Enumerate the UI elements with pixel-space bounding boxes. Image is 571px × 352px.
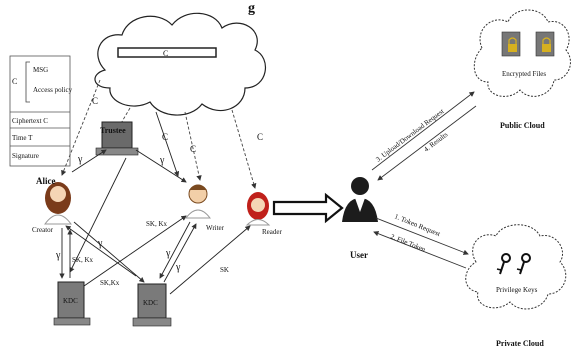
msgbox-row-access-policy: Access policy xyxy=(33,86,73,94)
edge-trustee-writer-c xyxy=(155,111,180,177)
reader-to-user-arrow xyxy=(272,192,344,224)
label-c-trustee-writer: C xyxy=(162,132,168,142)
label-gamma-alice-trustee: γ xyxy=(77,154,83,165)
trustee-computer-icon xyxy=(95,121,139,156)
kdc-mid-computer-icon xyxy=(132,283,172,327)
msgbox-row-ciphertext: Ciphertext C xyxy=(12,117,48,125)
label-c-cloud-writer: C xyxy=(190,144,196,154)
edge-kdc-mid-reader xyxy=(169,225,251,295)
msgbox-row-time: Time T xyxy=(12,134,33,142)
reader-avatar-icon xyxy=(245,192,271,226)
label-c-cloud-reader: C xyxy=(257,132,263,142)
private-cloud-shape xyxy=(465,224,567,310)
cloud-c-label: C xyxy=(163,49,168,58)
writer-avatar-icon xyxy=(184,184,212,219)
label-results: 4. Results xyxy=(422,130,449,153)
msgbox-row-msg: MSG xyxy=(33,66,48,74)
label-trustee: Trustee xyxy=(100,126,126,135)
label-c-cloud-alice: C xyxy=(92,96,98,106)
label-private-cloud: Private Cloud xyxy=(496,339,544,348)
label-alice: Alice xyxy=(36,176,56,186)
label-sk-kx-left: SK, Kx xyxy=(72,256,94,264)
edge-alice-trustee xyxy=(71,149,107,173)
label-gamma-writer-2: γ xyxy=(175,262,181,273)
label-sk-kx-writer: SK, Kx xyxy=(146,220,168,228)
key-icon xyxy=(496,253,511,275)
edge-kdc-mid-writer xyxy=(163,223,197,283)
label-upload-download-request: 3. Upload/Download Request xyxy=(374,107,445,163)
ciphertext-bar xyxy=(117,47,217,58)
msgbox-c-label: C xyxy=(12,77,17,86)
label-gamma-mid: γ xyxy=(97,238,103,249)
encrypted-file-icon xyxy=(501,31,521,57)
edge-cloud-reader xyxy=(231,109,257,189)
label-public-cloud: Public Cloud xyxy=(500,121,545,130)
edge-token-request xyxy=(375,217,469,255)
label-creator: Creator xyxy=(32,226,54,234)
edge-kdc-left-writer xyxy=(83,215,187,287)
storage-cloud xyxy=(94,12,266,116)
key-icon xyxy=(516,253,531,275)
label-gamma-trustee-writer: γ xyxy=(159,155,165,166)
label-gamma-left: γ xyxy=(55,250,61,261)
public-cloud-shape xyxy=(473,9,571,97)
title-fragment: g xyxy=(248,1,255,16)
label-sk-kx-mid: SK,Kx xyxy=(100,279,120,287)
label-gamma-writer-1: γ xyxy=(165,248,171,259)
message-structure-box: C MSG Access policy Ciphertext C Time T … xyxy=(9,55,73,167)
creator-avatar-icon xyxy=(44,182,72,225)
label-encrypted-files: Encrypted Files xyxy=(502,70,546,78)
label-sk-reader: SK xyxy=(220,266,229,274)
edge-trustee-kdc-left xyxy=(69,157,127,273)
label-writer: Writer xyxy=(206,224,225,232)
edge-cloud-writer xyxy=(184,111,202,181)
label-privilege-keys: Privilege Keys xyxy=(496,286,538,294)
user-icon xyxy=(342,177,378,222)
edge-kdc-mid-alice xyxy=(65,225,137,277)
edge-file-token xyxy=(373,231,467,269)
label-user: User xyxy=(350,250,368,260)
label-kdc-left: KDC xyxy=(63,297,78,305)
msgbox-row-signature: Signature xyxy=(12,152,39,160)
edge-cloud-alice xyxy=(61,79,101,176)
edge-writer-kdc-mid xyxy=(159,221,191,279)
edge-upload-request xyxy=(371,91,475,171)
edge-results xyxy=(377,105,477,181)
encrypted-file-icon xyxy=(535,31,555,57)
label-reader: Reader xyxy=(262,228,282,236)
label-kdc-mid: KDC xyxy=(143,299,158,307)
edge-alice-kdc-mid xyxy=(73,221,145,283)
kdc-left-computer-icon xyxy=(53,281,91,326)
